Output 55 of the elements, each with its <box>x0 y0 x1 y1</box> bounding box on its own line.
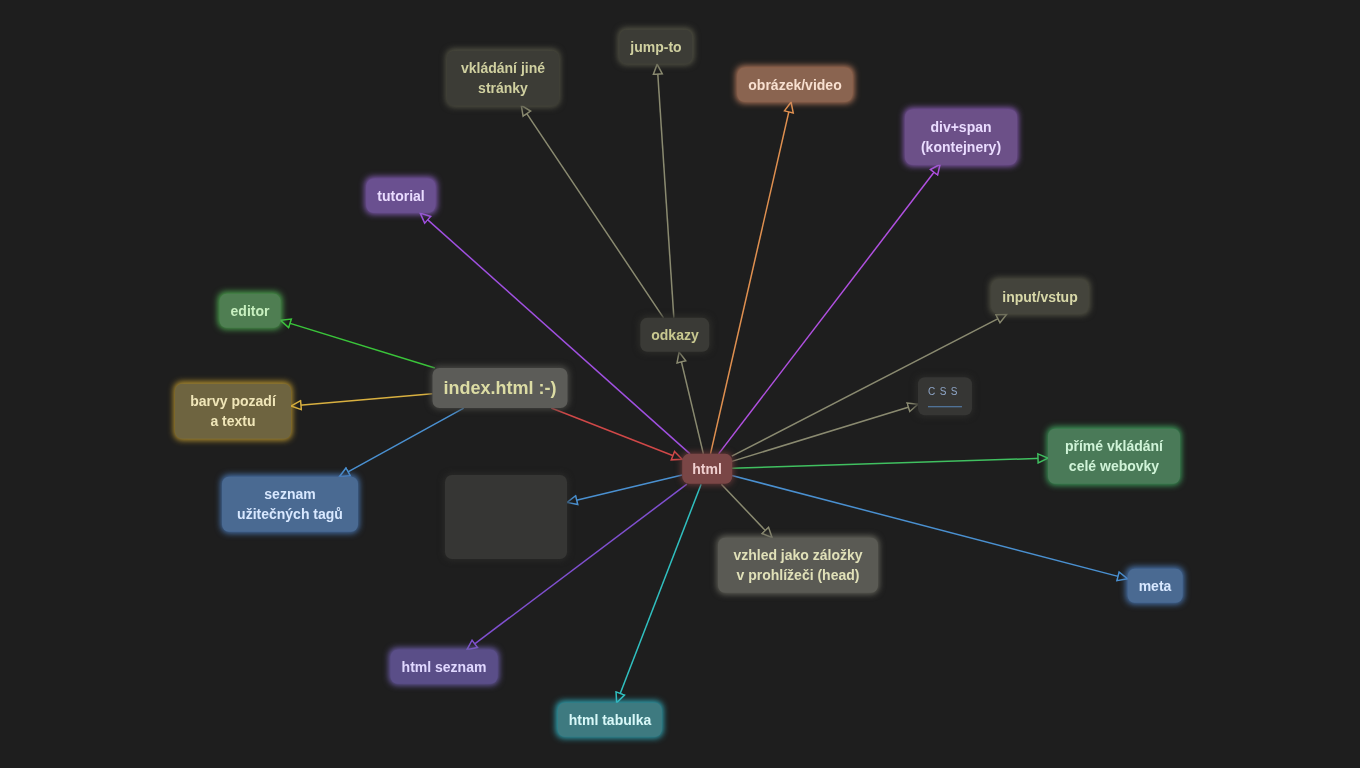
topic-node <box>640 317 710 353</box>
arrow <box>290 393 434 411</box>
topic-node <box>1048 428 1180 484</box>
topic-node <box>905 109 1017 165</box>
arrow <box>279 318 436 369</box>
topic-node <box>557 702 663 738</box>
arrow <box>731 313 1008 457</box>
topic-node <box>991 279 1089 315</box>
node-label: vkládání jiné stránky <box>459 58 546 98</box>
node-label: meta <box>1138 576 1172 596</box>
node-label: přímé vkládání celé webovky <box>1063 436 1164 476</box>
node-label: vzhled jako záložky v prohlížeči (head) <box>732 545 864 585</box>
arrow <box>566 474 683 506</box>
node-label: editor <box>230 301 270 321</box>
node-label: html tabulka <box>568 710 652 730</box>
topic-node <box>447 50 559 106</box>
arrow <box>338 407 465 478</box>
topic-node <box>390 649 498 685</box>
arrow <box>652 63 675 319</box>
node-label: seznam užitečných tagů <box>236 484 344 524</box>
arrow <box>520 104 665 319</box>
arrow <box>717 163 941 455</box>
arrow <box>731 474 1129 582</box>
topic-node <box>219 293 281 329</box>
node-label: tutorial <box>377 186 425 206</box>
arrow <box>466 483 688 651</box>
arrow <box>615 483 702 704</box>
link-card <box>445 475 567 559</box>
topic-node <box>432 367 568 409</box>
node-label: html <box>692 459 722 479</box>
topic-node <box>682 453 732 485</box>
topic-node <box>1127 568 1183 604</box>
arrow <box>720 483 773 539</box>
link-text: CSS <box>927 385 963 407</box>
arrow <box>731 453 1049 469</box>
node-label: input/vstup <box>1002 287 1078 307</box>
node-label: div+span (kontejnery) <box>919 117 1003 157</box>
arrow <box>731 402 919 463</box>
node-label: index.html :-) <box>443 376 557 400</box>
link-card <box>917 377 973 415</box>
arrow <box>419 212 691 455</box>
node-label: obrázek/video <box>748 75 842 95</box>
arrow <box>709 101 794 455</box>
topic-node <box>222 476 358 532</box>
arrow <box>676 351 705 455</box>
node-label: barvy pozadí a textu <box>189 391 277 431</box>
topic-node <box>718 537 878 593</box>
node-label: odkazy <box>651 325 699 345</box>
topic-node <box>175 383 291 439</box>
arrow <box>550 407 683 461</box>
topic-node <box>737 67 853 103</box>
topic-node <box>619 29 693 65</box>
topic-node <box>366 178 436 214</box>
node-label: jump-to <box>630 37 682 57</box>
node-label: html seznam <box>401 657 487 677</box>
